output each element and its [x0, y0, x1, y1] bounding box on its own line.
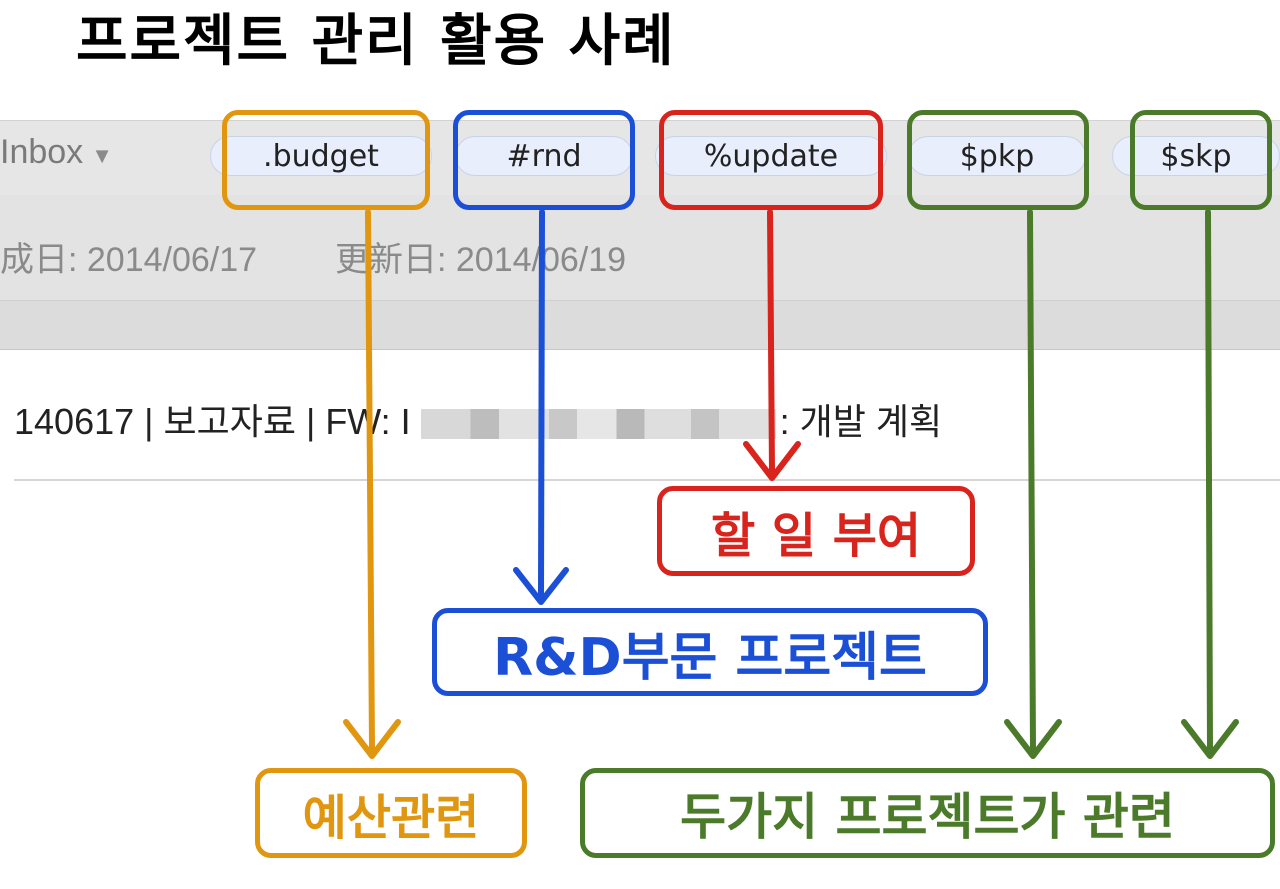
annotation-budget: 예산관련: [255, 768, 527, 858]
inbox-label: Inbox: [0, 133, 84, 171]
rnd-arrow-head: [513, 567, 569, 605]
annotation-todo: 할 일 부여: [657, 486, 975, 576]
pkp-tag-highlight: [907, 110, 1089, 210]
skp-tag-highlight: [1130, 110, 1272, 210]
updated-date: 更新日: 2014/06/19: [335, 241, 627, 279]
row-divider: [14, 479, 1280, 481]
page-title: 프로젝트 관리 활용 사례: [76, 9, 676, 74]
tag-label: %update: [703, 138, 839, 174]
annotation-two-projects-label: 두가지 프로젝트가 관련: [680, 788, 1175, 846]
budget-arrow: [365, 209, 375, 751]
pkp-arrow: [1027, 209, 1036, 753]
skp-arrow: [1205, 209, 1213, 753]
update-arrow-head: [743, 441, 801, 481]
redacted-text: [420, 409, 776, 440]
subject-prefix: 140617 | 보고자료 | FW: I: [14, 401, 411, 442]
update-arrow: [767, 209, 775, 475]
message-meta-bar: [0, 195, 1280, 305]
budget-arrow-head: [343, 719, 401, 759]
annotation-todo-label: 할 일 부여: [710, 508, 922, 564]
tag-label: $pkp: [959, 138, 1035, 174]
tag-rnd[interactable]: #rnd: [455, 136, 633, 176]
budget-tag-highlight: [222, 110, 430, 210]
rnd-arrow: [538, 209, 545, 599]
annotation-budget-label: 예산관련: [302, 790, 480, 846]
pkp-arrow-head: [1004, 719, 1062, 759]
tag-update[interactable]: %update: [655, 136, 887, 176]
chevron-down-icon: ▼: [91, 143, 113, 168]
tag-pkp[interactable]: $pkp: [908, 136, 1086, 176]
subject-suffix: : 개발 계획: [779, 401, 943, 442]
annotation-two-projects: 두가지 프로젝트가 관련: [580, 768, 1275, 858]
rnd-tag-highlight: [453, 110, 635, 210]
tag-label: #rnd: [506, 138, 582, 174]
annotation-rnd: R&D부문 프로젝트: [432, 608, 988, 696]
skp-arrow-head: [1181, 719, 1239, 759]
inbox-dropdown[interactable]: Inbox ▼: [0, 133, 113, 172]
message-header-strip: [0, 300, 1280, 350]
email-subject-row[interactable]: 140617 | 보고자료 | FW: I : 개발 계획: [14, 393, 942, 445]
tag-label: $skp: [1160, 138, 1232, 174]
tag-budget[interactable]: .budget: [210, 136, 432, 176]
annotation-rnd-label: R&D부문 프로젝트: [493, 627, 927, 688]
created-date: 成日: 2014/06/17: [0, 241, 258, 279]
update-tag-highlight: [659, 110, 883, 210]
tag-label: .budget: [263, 138, 379, 174]
